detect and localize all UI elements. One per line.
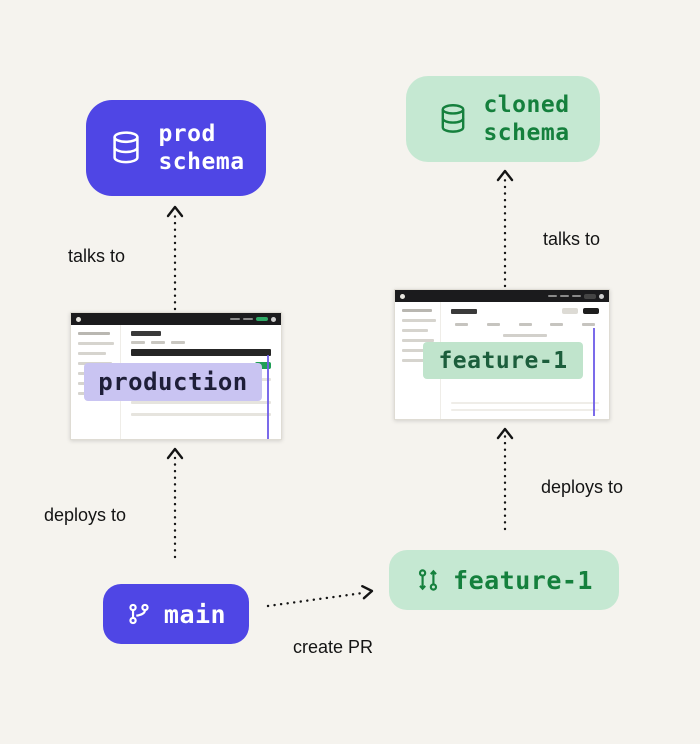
skeleton-bar — [78, 352, 106, 355]
database-icon — [436, 102, 470, 136]
skeleton-bar — [402, 329, 428, 332]
cloned-schema-label: cloned schema — [483, 91, 569, 147]
arrowhead-production-to-prod-schema — [166, 205, 184, 218]
git-branch-icon — [126, 601, 152, 627]
cursor-column-line — [267, 355, 269, 439]
prod-schema-label-line2: schema — [158, 149, 245, 175]
arrowhead-main-to-feature-branch — [361, 585, 374, 600]
prod-schema-label: prod schema — [158, 120, 244, 176]
database-icon — [107, 129, 145, 167]
feature-branch-label: feature-1 — [453, 565, 593, 595]
deploys-to-label-right: deploys to — [541, 477, 624, 497]
skeleton-bar — [131, 341, 145, 344]
feature-branch-node: feature-1 — [389, 550, 619, 610]
screenshot-main — [441, 302, 609, 419]
avatar-dot — [271, 316, 276, 322]
deploys-to-label-left: deploys to — [44, 505, 127, 525]
skeleton-table-row — [131, 413, 271, 416]
main-branch-node: main — [103, 584, 249, 644]
screenshot-titlebar — [71, 313, 281, 325]
skeleton-badge — [584, 293, 596, 299]
create-pr-label: create PR — [293, 637, 374, 657]
skeleton-bar — [582, 323, 595, 326]
talks-to-label-left: talks to — [68, 246, 126, 266]
screenshot-titlebar — [395, 290, 609, 302]
skeleton-bar — [402, 319, 436, 322]
prod-schema-label-line1: prod — [158, 120, 216, 147]
skeleton-bar — [78, 332, 110, 335]
skeleton-bar — [230, 318, 240, 320]
skeleton-bar — [455, 323, 468, 326]
skeleton-button — [562, 308, 578, 314]
skeleton-bar — [402, 349, 430, 352]
cursor-column-line — [593, 328, 595, 416]
skeleton-bottom-rows — [451, 402, 599, 411]
skeleton-bar — [548, 295, 557, 297]
skeleton-bar — [243, 318, 253, 320]
main-branch-label: main — [163, 599, 227, 629]
skeleton-title — [131, 331, 161, 336]
cloned-schema-label-line2: schema — [483, 120, 570, 146]
talks-to-label-right: talks to — [543, 229, 601, 249]
skeleton-title — [451, 308, 477, 314]
skeleton-bar — [486, 323, 500, 326]
prod-schema-node: prod schema — [86, 100, 266, 196]
arrowhead-main-to-production — [166, 447, 184, 460]
logo-dot — [76, 316, 81, 322]
skeleton-bar — [402, 309, 432, 312]
skeleton-bar — [572, 295, 581, 297]
skeleton-bar — [151, 341, 165, 344]
skeleton-dark-button — [583, 308, 599, 314]
skeleton-table-row — [131, 401, 271, 404]
feature-branch-overlay: feature-1 — [423, 342, 583, 379]
skeleton-tabs — [131, 341, 271, 344]
logo-dot — [400, 293, 405, 299]
skeleton-toolbar — [131, 349, 271, 356]
skeleton-bar — [402, 339, 434, 342]
skeleton-bar — [560, 295, 569, 297]
production-branch-overlay: production — [84, 363, 262, 401]
cloned-schema-node: cloned schema — [406, 76, 600, 162]
skeleton-bar — [518, 323, 532, 326]
arrow-main-to-feature-branch — [266, 591, 365, 608]
arrowhead-feature-to-cloned-schema — [496, 169, 514, 182]
skeleton-toolbar-row — [451, 308, 599, 314]
skeleton-badge — [256, 317, 268, 321]
skeleton-bar — [451, 409, 599, 411]
avatar-dot — [599, 293, 604, 299]
skeleton-centered-bar — [503, 334, 547, 337]
skeleton-bar — [550, 323, 564, 326]
git-pull-request-icon — [415, 567, 441, 593]
skeleton-bar — [78, 342, 114, 345]
skeleton-column-headers — [451, 323, 599, 326]
skeleton-green-button — [255, 362, 271, 369]
cloned-schema-label-line1: cloned — [483, 91, 570, 118]
skeleton-bar — [171, 341, 185, 344]
skeleton-bar — [451, 402, 599, 404]
arrowhead-feature-branch-to-feature-shot — [496, 427, 514, 440]
skeleton-bar — [402, 359, 435, 362]
